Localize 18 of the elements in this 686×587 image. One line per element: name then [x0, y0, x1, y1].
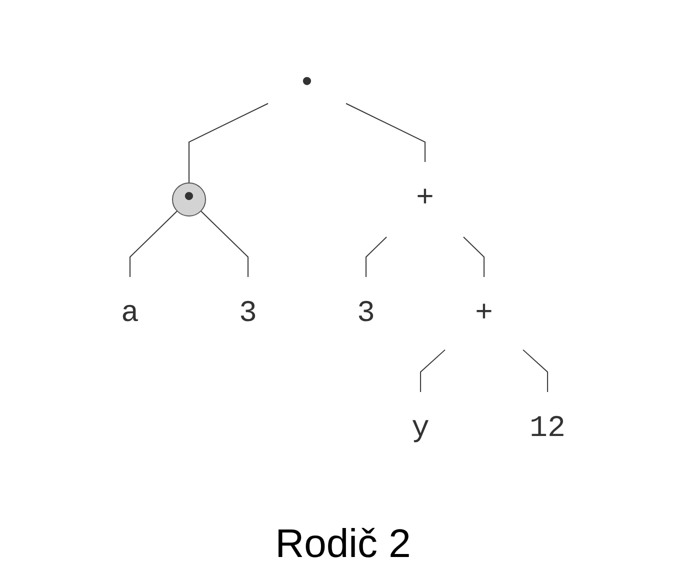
node-text: •	[298, 67, 316, 101]
node-text: +	[416, 182, 434, 216]
node-circle: •	[172, 182, 206, 216]
connector	[462, 236, 484, 278]
connector	[129, 210, 178, 278]
node-text: y	[411, 412, 430, 446]
node-text: +	[474, 297, 493, 331]
connector	[365, 236, 387, 278]
connector	[200, 210, 248, 278]
connector	[420, 349, 446, 392]
node-text: a	[120, 297, 139, 331]
node-text: 12	[529, 412, 566, 446]
caption: Rodič 2	[275, 521, 411, 568]
node-text: 3	[238, 297, 257, 331]
connector	[345, 103, 426, 162]
node-text: 3	[356, 297, 375, 331]
connector	[522, 349, 548, 392]
connector	[188, 103, 268, 184]
